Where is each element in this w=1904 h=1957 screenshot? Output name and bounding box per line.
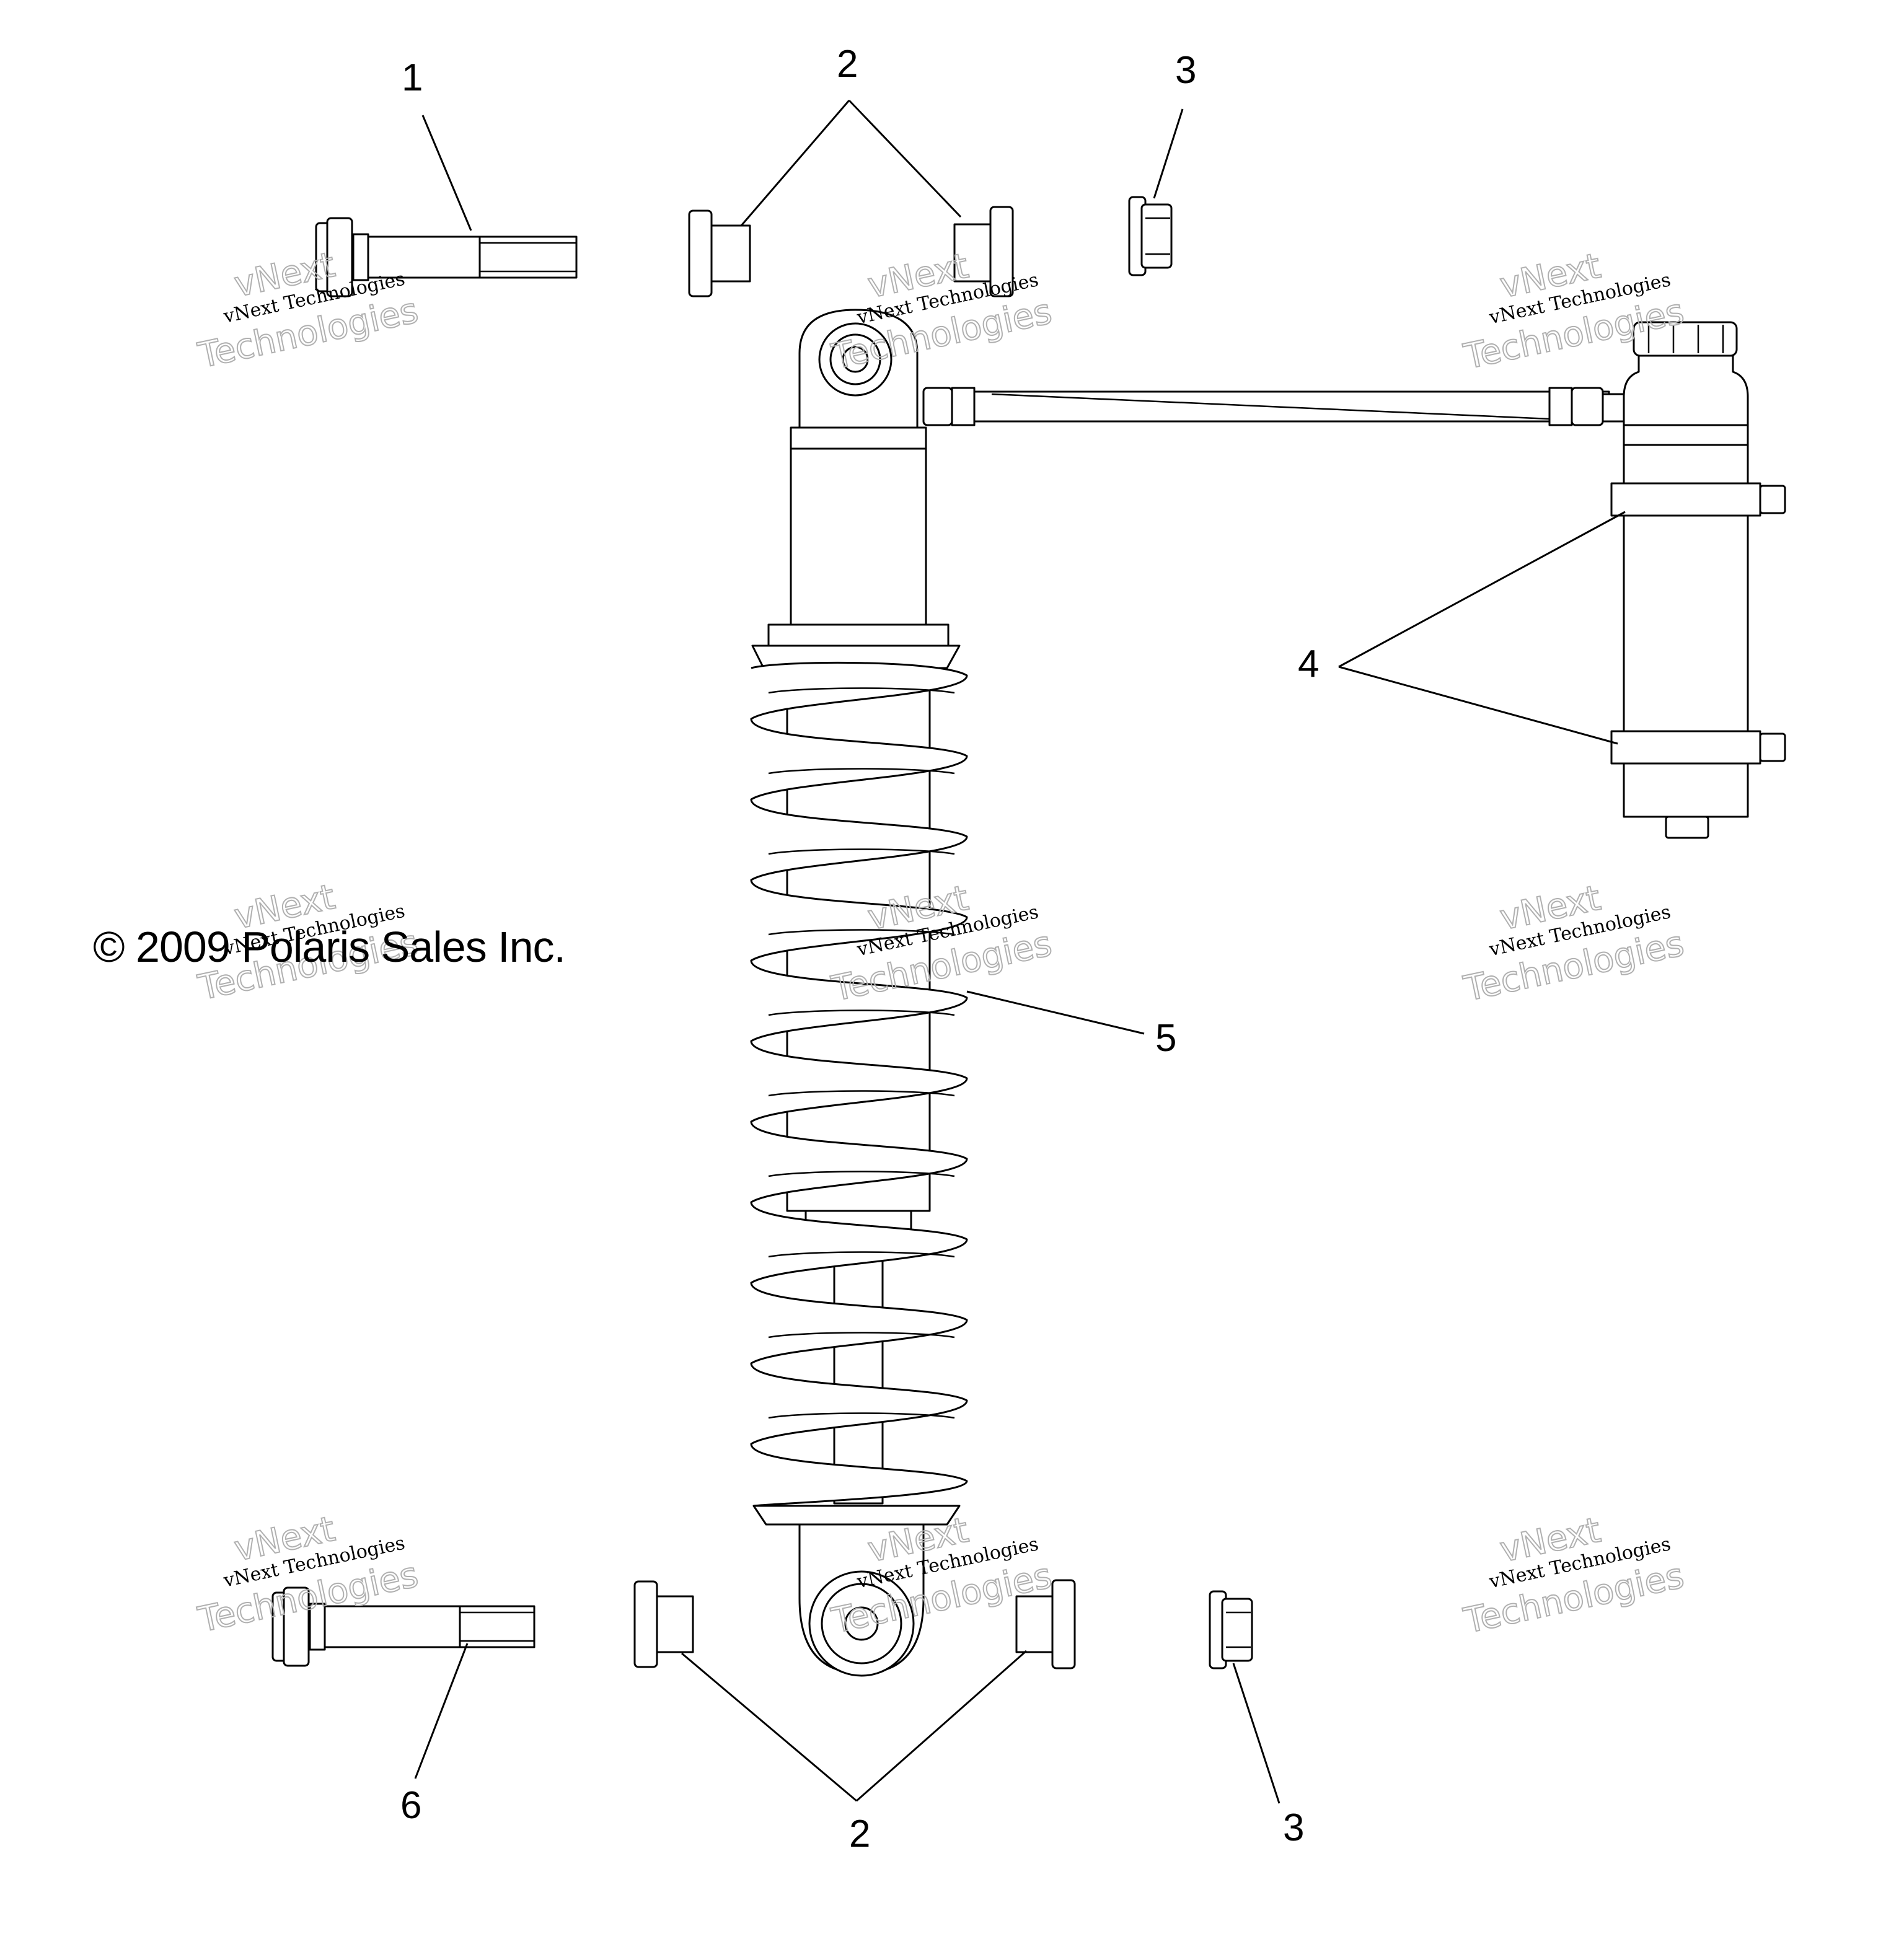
watermark-top-left: vNext vNext Technologies Technologies [194,244,422,377]
part-2-upper-bushing-right [953,206,1014,297]
watermark-bottom-right: vNext vNext Technologies Technologies [1460,1510,1688,1642]
watermark-top-center: vNext vNext Technologies Technologies [827,245,1056,378]
part-3-upper-nut [1128,196,1173,276]
leader-lines [414,99,1626,1804]
callout-3-bottom: 3 [1283,1806,1304,1849]
part-5-shock-absorber [750,309,968,1677]
coil-spring [750,661,968,1507]
part-4-remote-reservoir [1610,321,1786,839]
part-6-lower-bolt [271,1586,536,1667]
callout-2-bottom: 2 [849,1813,870,1855]
callout-6: 6 [400,1784,421,1827]
callout-5: 5 [1155,1017,1176,1060]
copyright-notice: © 2009 Polaris Sales Inc. [93,923,565,971]
part-3-lower-nut [1209,1590,1253,1669]
part-2-lower-bushing-right [1015,1579,1076,1669]
reservoir-hose [922,387,1633,426]
callout-4: 4 [1298,643,1319,685]
part-2-lower-bushing-left [633,1580,694,1668]
part-1-upper-bolt [315,217,578,297]
callout-2-top: 2 [837,43,858,86]
callout-1: 1 [402,56,423,99]
callout-3-top: 3 [1175,49,1196,92]
part-2-upper-bushing-left [688,209,751,297]
watermark-mid-right: vNext vNext Technologies Technologies [1460,877,1688,1010]
